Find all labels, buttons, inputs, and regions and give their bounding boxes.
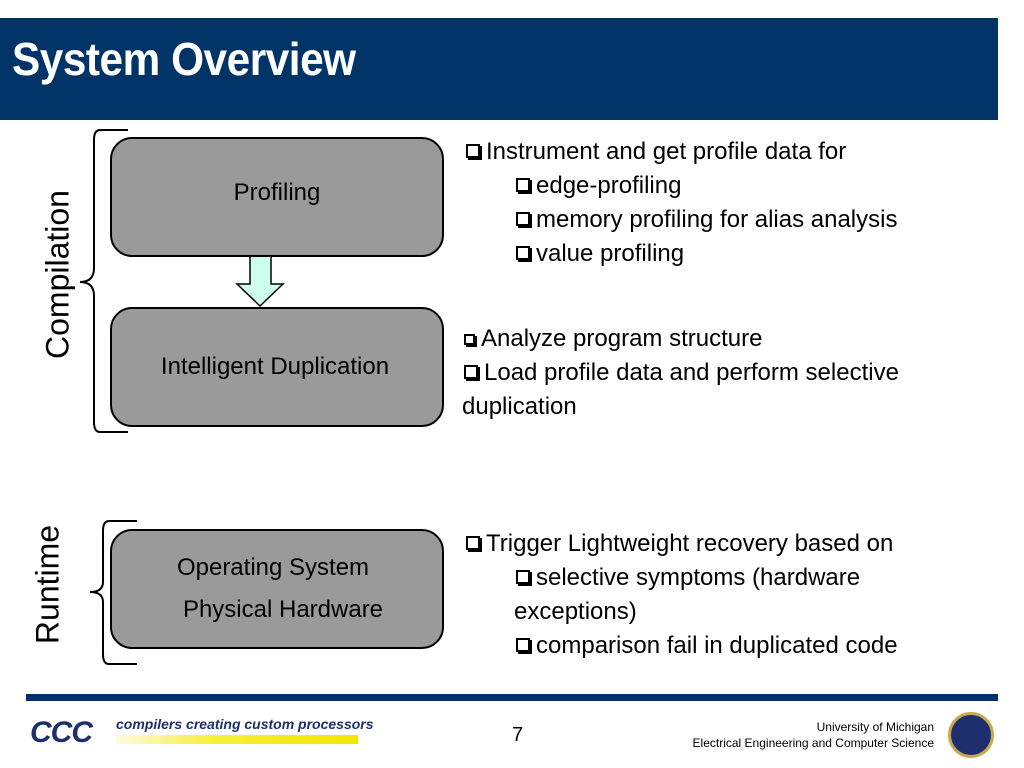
university-seal-icon — [948, 712, 994, 758]
runtime-box: Operating System Physical Hardware — [110, 529, 444, 649]
profiling-bullet-main: Instrument and get profile data for — [466, 135, 846, 169]
duplication-box-label: Intelligent Duplication — [160, 353, 390, 380]
checkbox-bullet-icon — [516, 178, 530, 192]
runtime-bullet-sub: selective symptoms (hardware — [516, 561, 860, 595]
checkbox-bullet-icon — [466, 144, 480, 158]
ccc-logo-stripe — [116, 735, 358, 744]
page-number: 7 — [512, 724, 524, 746]
ccc-logo: CCC — [30, 716, 93, 749]
checkbox-bullet-icon — [516, 212, 530, 226]
checkbox-bullet-icon — [464, 334, 475, 345]
compilation-label: Compilation — [39, 190, 76, 359]
compilation-brace — [79, 129, 128, 433]
runtime-bullet-sub: comparison fail in duplicated code — [516, 629, 898, 663]
checkbox-bullet-icon — [464, 365, 478, 379]
duplication-bullet-analyze: Analyze program structure — [464, 322, 762, 356]
runtime-bullet-sub-continued: exceptions) — [514, 598, 637, 625]
down-arrow — [235, 255, 285, 308]
checkbox-bullet-icon — [516, 570, 530, 584]
page-title: System Overview — [12, 33, 356, 85]
profiling-bullet-sub: edge-profiling — [516, 169, 681, 203]
profiling-box-label: Profiling — [233, 179, 321, 206]
profiling-bullet-sub: value profiling — [516, 237, 684, 271]
runtime-label: Runtime — [29, 524, 66, 645]
university-name: University of Michigan — [816, 720, 934, 734]
checkbox-bullet-icon — [516, 246, 530, 260]
hardware-box-label: Physical Hardware — [182, 596, 384, 623]
duplication-box: Intelligent Duplication — [110, 307, 444, 427]
checkbox-bullet-icon — [466, 536, 480, 550]
profiling-bullet-sub: memory profiling for alias analysis — [516, 203, 897, 237]
checkbox-bullet-icon — [516, 638, 530, 652]
duplication-bullet-load-continued: duplication — [462, 393, 577, 420]
department-name: Electrical Engineering and Computer Scie… — [692, 736, 934, 750]
runtime-brace — [89, 520, 137, 665]
title-bar — [0, 18, 998, 120]
profiling-box: Profiling — [110, 137, 444, 257]
duplication-bullet-load: Load profile data and perform selective — [464, 356, 899, 390]
footer-rule — [26, 694, 998, 701]
runtime-bullet-main: Trigger Lightweight recovery based on — [466, 527, 893, 561]
os-box-label: Operating System — [176, 554, 370, 581]
ccc-slogan: compilers creating custom processors — [116, 716, 374, 732]
